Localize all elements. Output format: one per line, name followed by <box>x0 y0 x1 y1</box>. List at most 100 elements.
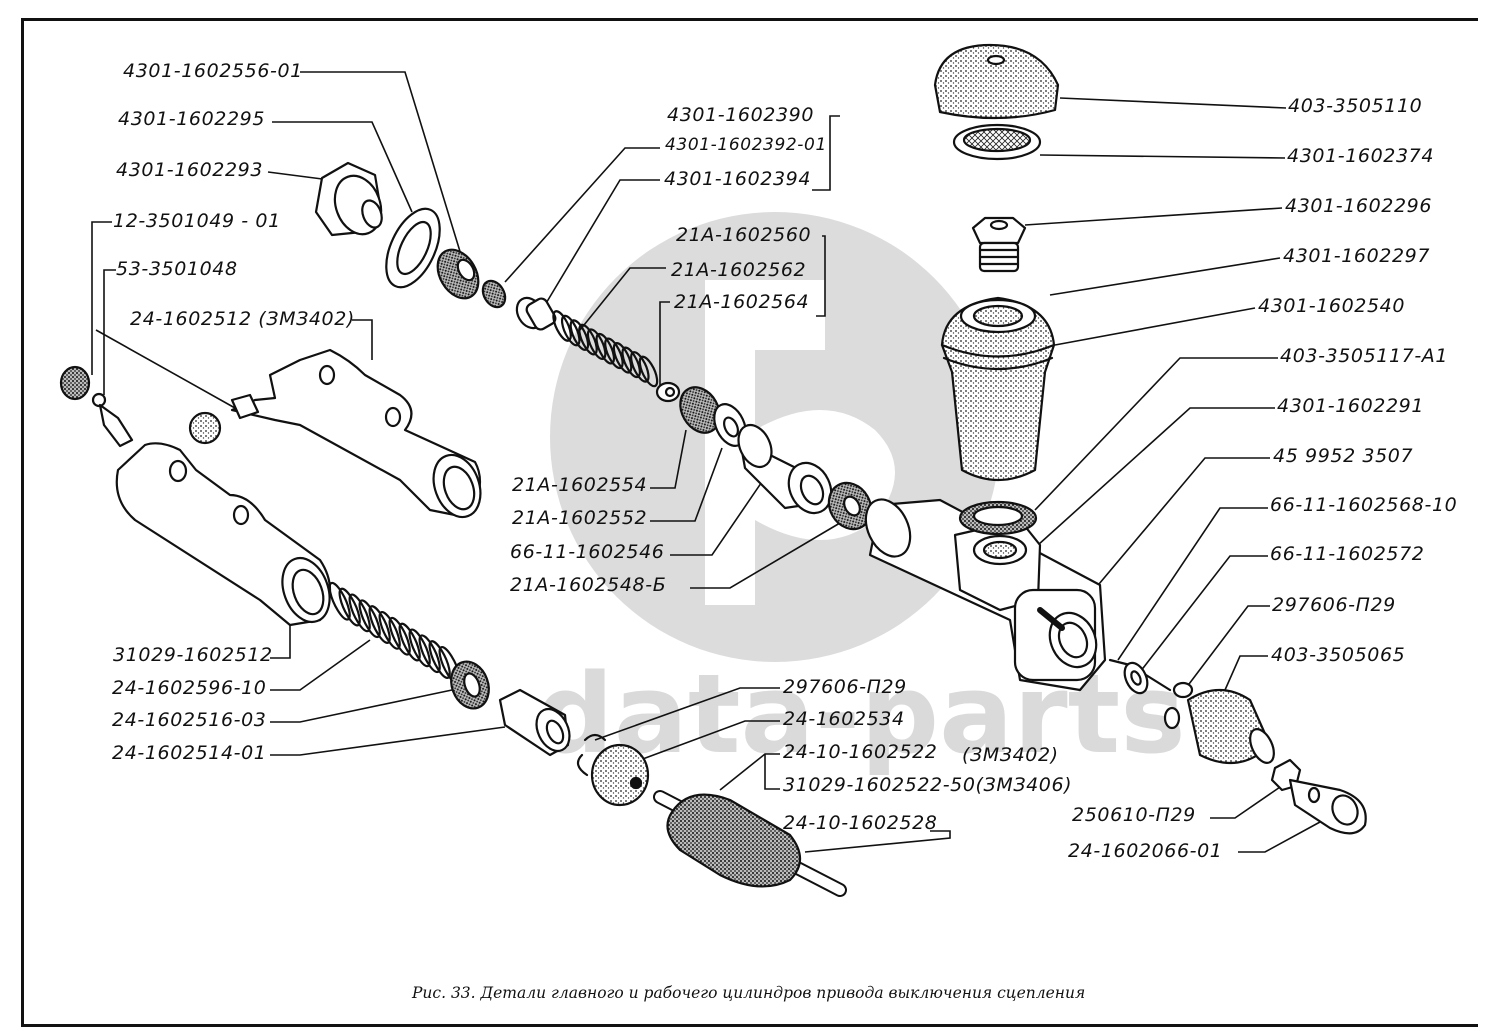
part-label: 21A-1602560 <box>676 224 812 246</box>
leader-line <box>1117 507 1268 661</box>
part-label: 297606-П29 <box>783 676 907 698</box>
leader-line <box>579 267 666 331</box>
part-label: 24-10-1602522 <box>783 741 938 763</box>
part-label: 12-3501049 - 01 <box>113 210 281 232</box>
part-retainer-ring <box>576 733 607 777</box>
part-bleed-cap <box>59 365 91 401</box>
part-label: 24-1602066-01 <box>1068 840 1223 862</box>
part-ring <box>713 403 747 447</box>
part-label: 403-3505065 <box>1271 644 1406 666</box>
part-reservoir-gasket <box>958 500 1038 536</box>
leader-line <box>1024 207 1283 226</box>
leader-line <box>270 639 371 691</box>
part-cup-seal <box>450 660 490 710</box>
part-slave-piston <box>498 688 571 757</box>
leader-line <box>270 689 453 723</box>
leader-line <box>690 519 846 589</box>
leader-line <box>352 319 373 360</box>
leader-line <box>670 469 771 556</box>
part-spring-upper <box>552 310 659 388</box>
part-master-cylinder-body <box>864 498 1107 692</box>
leader-line <box>270 726 506 756</box>
part-dust-boot <box>666 793 802 888</box>
part-label: 21A-1602562 <box>671 259 807 281</box>
part-pushrod-boot <box>1186 689 1275 765</box>
part-fork-eye <box>1288 778 1367 835</box>
part-slave-cylinder-zmz406 <box>115 442 331 627</box>
leader-line <box>272 121 413 213</box>
part-seal-rear <box>827 481 873 531</box>
leader-line <box>91 221 112 375</box>
leader-line <box>594 687 780 741</box>
part-label: 4301-1602394 <box>664 168 812 190</box>
part-reservoir-body <box>940 296 1056 481</box>
part-piston <box>737 423 833 515</box>
part-label: 403-3505117-A1 <box>1280 345 1449 367</box>
part-spring-seat <box>655 381 681 403</box>
leader-line <box>1049 257 1281 296</box>
part-label: 4301-1602291 <box>1277 395 1425 417</box>
leader-line <box>1059 97 1287 109</box>
part-washer <box>385 207 441 289</box>
part-label: (ЗМЗ402) <box>962 744 1059 766</box>
leader-line <box>804 830 951 853</box>
part-label: 250610-П29 <box>1072 804 1196 826</box>
part-label: 45 9952 3507 <box>1273 445 1414 467</box>
part-label: 4301-1602540 <box>1258 295 1406 317</box>
part-label: 21A-1602552 <box>512 507 648 529</box>
part-label: 24-10-1602528 <box>783 812 938 834</box>
leader-line <box>1185 605 1270 689</box>
part-label: 21A-1602554 <box>512 474 648 496</box>
part-label: 24-1602534 <box>783 708 905 730</box>
part-label: 24-1602512 (ЗМЗ402) <box>130 308 355 330</box>
part-label: 297606-П29 <box>1272 594 1396 616</box>
leader-line <box>650 429 687 489</box>
leader-line <box>95 329 236 409</box>
part-reservoir-cap <box>933 43 1060 120</box>
leader-line <box>1061 457 1270 629</box>
part-label: 53-3501048 <box>116 258 238 280</box>
leader-line <box>267 171 331 181</box>
part-label: 66-11-1602568-10 <box>1270 494 1458 516</box>
leader-line <box>650 447 723 522</box>
part-clip-rings <box>1163 681 1194 730</box>
leader-line <box>812 115 840 191</box>
part-label: 4301-1602390 <box>667 104 815 126</box>
leader-line <box>1054 307 1256 346</box>
part-label: 4301-1602374 <box>1287 145 1435 167</box>
leader-line <box>1139 555 1268 673</box>
part-piston-cup <box>679 386 721 434</box>
part-label: 24-1602514-01 <box>112 742 267 764</box>
leader-line <box>659 301 670 388</box>
part-label: 24-1602516-03 <box>112 709 267 731</box>
part-label: 24-1602596-10 <box>112 677 267 699</box>
part-label: 4301-1602295 <box>118 108 266 130</box>
leader-line <box>544 179 660 306</box>
part-label: 31029-1602512 <box>113 644 273 666</box>
leader-line <box>1224 655 1268 691</box>
part-bushing <box>590 743 650 807</box>
part-label: 4301-1602296 <box>1285 195 1433 217</box>
leader-line <box>1034 357 1278 511</box>
leader-line <box>816 235 826 317</box>
leader-line <box>639 720 780 761</box>
part-label: 66-11-1602546 <box>510 541 665 563</box>
part-label: 21A-1602564 <box>674 291 810 313</box>
leader-line <box>103 269 116 395</box>
part-bleed-screw <box>91 392 134 448</box>
leader-line <box>270 615 291 659</box>
part-label: 4301-1602556-01 <box>123 60 303 82</box>
part-pushrod-pin <box>1108 658 1172 695</box>
leader-line <box>1039 154 1286 159</box>
leader-line <box>764 754 780 790</box>
leader-lines <box>91 71 1321 853</box>
leader-line <box>504 147 660 283</box>
part-label: 403-3505110 <box>1288 95 1423 117</box>
part-plug-nut <box>314 161 383 237</box>
part-spring-lower <box>328 581 461 685</box>
part-seal-dark <box>436 248 480 300</box>
part-reservoir-fitting <box>971 216 1027 273</box>
leader-line <box>1210 784 1284 819</box>
part-slave-cylinder-zmz402 <box>230 348 482 519</box>
